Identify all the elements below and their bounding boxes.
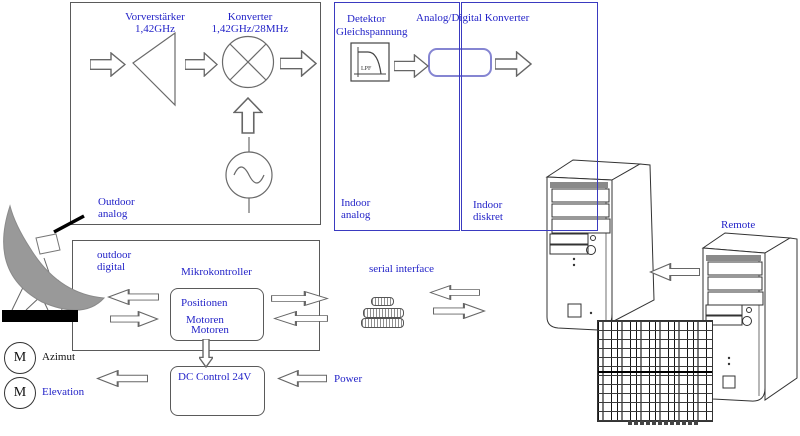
mc-positionen-label: Positionen (181, 297, 228, 309)
arrow-left-icon (649, 263, 700, 281)
azimut-motor-icon: M (4, 342, 36, 374)
azimut-label: Azimut (42, 351, 75, 363)
detector-label-1: Detektor (347, 13, 386, 25)
arrow-right-icon (110, 311, 159, 327)
arrow-left-icon (429, 285, 480, 300)
preamp-triangle-icon (132, 31, 176, 107)
arrow-left-icon (96, 370, 148, 387)
remote-label: Remote (721, 219, 756, 231)
oscillator-icon (225, 137, 273, 213)
power-label: Power (334, 373, 363, 385)
arrow-left-icon (273, 311, 328, 326)
dc-control-label: DC Control 24V (178, 371, 252, 383)
microcontroller-block (170, 288, 264, 341)
arrow-right-icon (394, 54, 429, 78)
motor-m-label: M (13, 350, 27, 365)
lpf-filter-icon: LPF (350, 42, 390, 82)
indoor-diskret-box (461, 2, 598, 231)
arrow-right-icon (495, 51, 532, 77)
serial-interface-label: serial interface (369, 263, 435, 275)
adc-block (428, 48, 492, 77)
motor-m-label: M (13, 385, 27, 400)
fine-print-mark (628, 421, 700, 425)
arrow-right-icon (185, 52, 218, 77)
arrow-down-icon (199, 339, 213, 368)
arrow-right-icon (271, 291, 329, 306)
elevation-label: Elevation (42, 386, 85, 398)
detector-label-2: Gleichspannung (336, 26, 408, 38)
elevation-motor-icon: M (4, 377, 36, 409)
arrow-right-icon (280, 50, 317, 77)
arrow-left-icon (107, 289, 159, 305)
serial-connector-icon (363, 308, 404, 318)
microcontroller-label: Mikrokontroller (181, 266, 252, 278)
arrow-right-icon (90, 52, 126, 77)
grid-pattern (597, 320, 713, 422)
satellite-dish-icon (2, 204, 106, 322)
outdoor-analog-box (70, 2, 321, 225)
arrow-up-icon (233, 97, 263, 134)
mixer-icon (221, 35, 275, 89)
indoor-analog-box (334, 2, 460, 231)
adc-label: Analog/Digital Konverter (416, 12, 530, 24)
mc-motoren-label: Motoren (191, 324, 229, 336)
lpf-text: LPF (361, 66, 372, 72)
serial-connector-icon (361, 318, 404, 328)
arrow-left-icon (277, 370, 327, 387)
remote-computer-tower (701, 232, 798, 402)
mc-motoren-label: Motoren (186, 314, 224, 326)
serial-connector-icon (371, 297, 394, 306)
arrow-right-icon (433, 303, 486, 319)
dc-control-block (170, 366, 265, 416)
